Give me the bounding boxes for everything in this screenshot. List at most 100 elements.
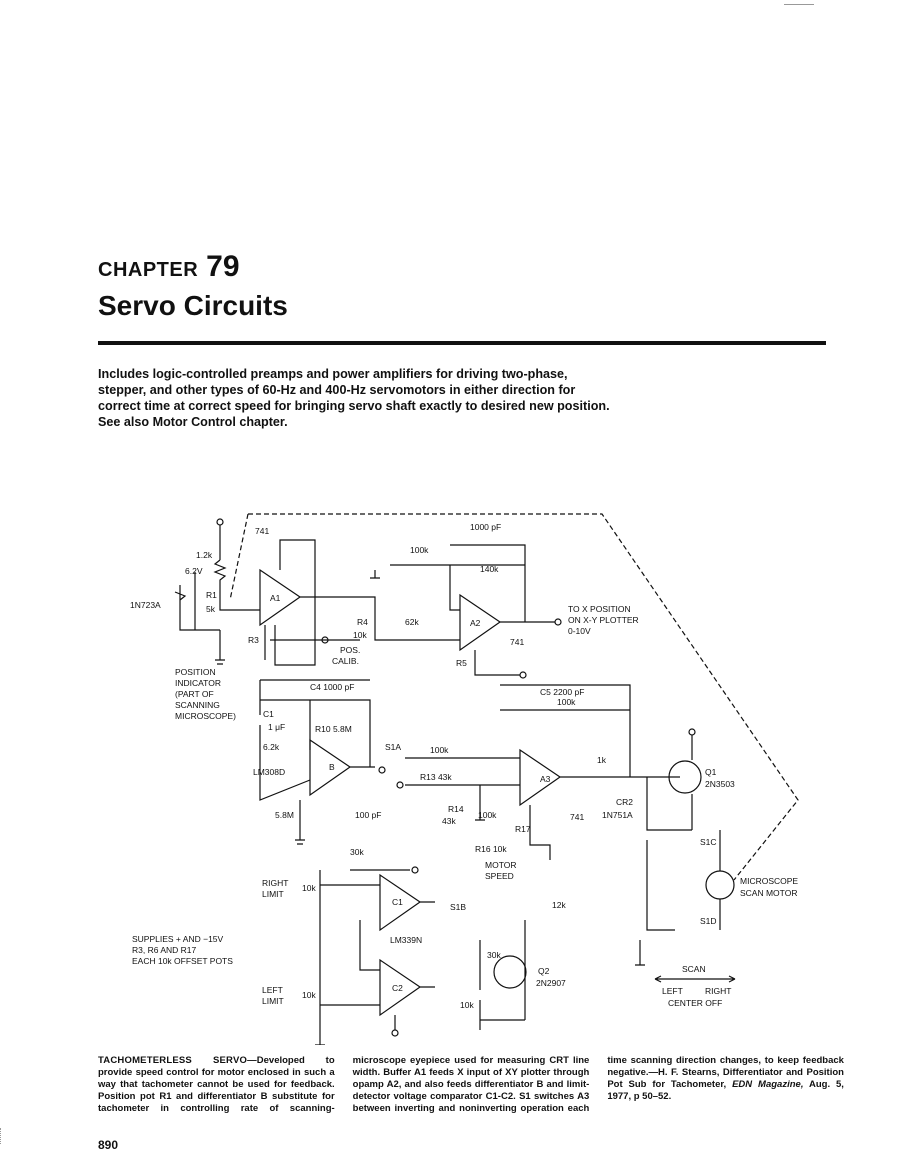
lbl-r100k-a: 100k (410, 545, 429, 555)
lbl-r140k: 140k (480, 564, 499, 574)
lbl-r10: R10 5.8M (315, 724, 352, 734)
lbl-position-4: SCANNING (175, 700, 220, 710)
lbl-r6-2k: 6.2k (263, 742, 280, 752)
title-rule (98, 341, 826, 345)
lbl-a2: A2 (470, 618, 481, 628)
lbl-r4: R4 (357, 617, 368, 627)
differentiator-b-section (259, 679, 375, 845)
lbl-pos-calib-1: POS. (340, 645, 360, 655)
lbl-center-off: CENTER OFF (668, 998, 722, 1008)
figure-caption: TACHOMETERLESS SERVO—Developed to provid… (98, 1055, 844, 1115)
lbl-r1-2k: 1.2k (196, 550, 213, 560)
opamp-a3-section (378, 684, 680, 860)
lbl-c1-comparator: C1 (392, 897, 403, 907)
scan-arrows (654, 975, 736, 983)
lbl-q1-value: 2N3503 (705, 779, 735, 789)
lbl-r1: R1 (206, 590, 217, 600)
lbl-r4-value: 10k (353, 630, 367, 640)
microscope-scan-motor (705, 870, 735, 900)
caption-citation: Aug. 5, 1977, p 50–52. (607, 1079, 844, 1102)
lbl-position-5: MICROSCOPE) (175, 711, 236, 721)
lbl-right-limit-2: LIMIT (262, 889, 284, 899)
lbl-microscope: MICROSCOPE (740, 876, 798, 886)
lbl-r30k-b: 30k (487, 950, 501, 960)
lbl-left-limit-1: LEFT (262, 985, 283, 995)
lbl-to-x-2: ON X-Y PLOTTER (568, 615, 639, 625)
lbl-r100k-b: 100k (430, 745, 449, 755)
lbl-r100k-c: 100k (478, 810, 497, 820)
lbl-c1-cap: C1 (263, 709, 274, 719)
lbl-scan: SCAN (682, 964, 706, 974)
lbl-position-1: POSITION (175, 667, 216, 677)
lbl-supplies-2: R3, R6 AND R17 (132, 945, 197, 955)
lbl-r5: R5 (456, 658, 467, 668)
lbl-position-2: INDICATOR (175, 678, 221, 688)
binding-edge-mark (0, 1128, 3, 1144)
lbl-lm308d: LM308D (253, 767, 285, 777)
opamp-a2 (459, 593, 502, 652)
lbl-1n723a: 1N723A (130, 600, 161, 610)
lbl-s1b: S1B (450, 902, 466, 912)
chapter-title: Servo Circuits (98, 290, 288, 321)
lbl-r14-value: 43k (442, 816, 456, 826)
lbl-motor-speed-1: MOTOR (485, 860, 516, 870)
lbl-r10k-a: 10k (302, 883, 316, 893)
opamp-b (309, 738, 352, 797)
lbl-r12k: 12k (552, 900, 566, 910)
lbl-r10k-c: 10k (302, 990, 316, 1000)
lbl-1n751a: 1N751A (602, 810, 633, 820)
lbl-a1: A1 (270, 593, 281, 603)
lbl-c1-value: 1 μF (268, 722, 285, 732)
comparator-c1 (379, 873, 422, 932)
lbl-741-top: 741 (255, 526, 269, 536)
lbl-r14: R14 (448, 804, 464, 814)
lbl-r10k-b: 10k (460, 1000, 474, 1010)
lbl-scan-left: LEFT (662, 986, 683, 996)
lbl-right-limit-1: RIGHT (262, 878, 288, 888)
lbl-motor-speed-2: SPEED (485, 871, 514, 881)
comparator-c2 (379, 958, 422, 1017)
lbl-to-x-3: 0-10V (568, 626, 591, 636)
lbl-c100pf: 100 pF (355, 810, 381, 820)
buffer-a1-section (174, 518, 360, 666)
lbl-c1000pf: 1000 pF (470, 522, 501, 532)
lbl-supplies-1: SUPPLIES + AND −15V (132, 934, 224, 944)
lbl-left-limit-2: LIMIT (262, 996, 284, 1006)
lbl-lm339n: LM339N (390, 935, 422, 945)
chapter-number: 79 (206, 250, 240, 283)
opamp-a2-section (315, 544, 562, 679)
opamp-a3 (519, 748, 562, 807)
lbl-s1c: S1C (700, 837, 717, 847)
transistor-q1 (668, 760, 702, 794)
lbl-scan-motor: SCAN MOTOR (740, 888, 797, 898)
lbl-cr2: CR2 (616, 797, 633, 807)
lbl-q2: Q2 (538, 966, 550, 976)
comparators-section (315, 866, 527, 1045)
lbl-b: B (329, 762, 335, 772)
top-edge-line (784, 4, 814, 5)
caption-journal: EDN Magazine, (732, 1079, 804, 1090)
lbl-r30k-a: 30k (350, 847, 364, 857)
lbl-r3: R3 (248, 635, 259, 645)
lbl-r62k: 62k (405, 617, 419, 627)
lbl-to-x-1: TO X POSITION (568, 604, 631, 614)
lbl-6-2v: 6.2V (185, 566, 203, 576)
lbl-r5-8m: 5.8M (275, 810, 294, 820)
mechanical-linkage (229, 513, 799, 881)
q1-motor-section (635, 728, 735, 966)
lbl-741-a3: 741 (570, 812, 584, 822)
lbl-position-3: (PART OF (175, 689, 214, 699)
lbl-r17: R17 (515, 824, 531, 834)
lbl-q1: Q1 (705, 767, 717, 777)
lbl-a3: A3 (540, 774, 551, 784)
lbl-supplies-3: EACH 10k OFFSET POTS (132, 956, 233, 966)
lbl-s1a: S1A (385, 742, 401, 752)
lbl-r13: R13 43k (420, 772, 452, 782)
chapter-intro: Includes logic-controlled preamps and po… (98, 367, 610, 429)
caption-body: Developed to provide speed control for m… (98, 1055, 844, 1114)
lbl-c5: C5 2200 pF (540, 687, 584, 697)
lbl-r1-value: 5k (206, 604, 216, 614)
lbl-741-a2: 741 (510, 637, 524, 647)
lbl-c4: C4 1000 pF (310, 682, 354, 692)
